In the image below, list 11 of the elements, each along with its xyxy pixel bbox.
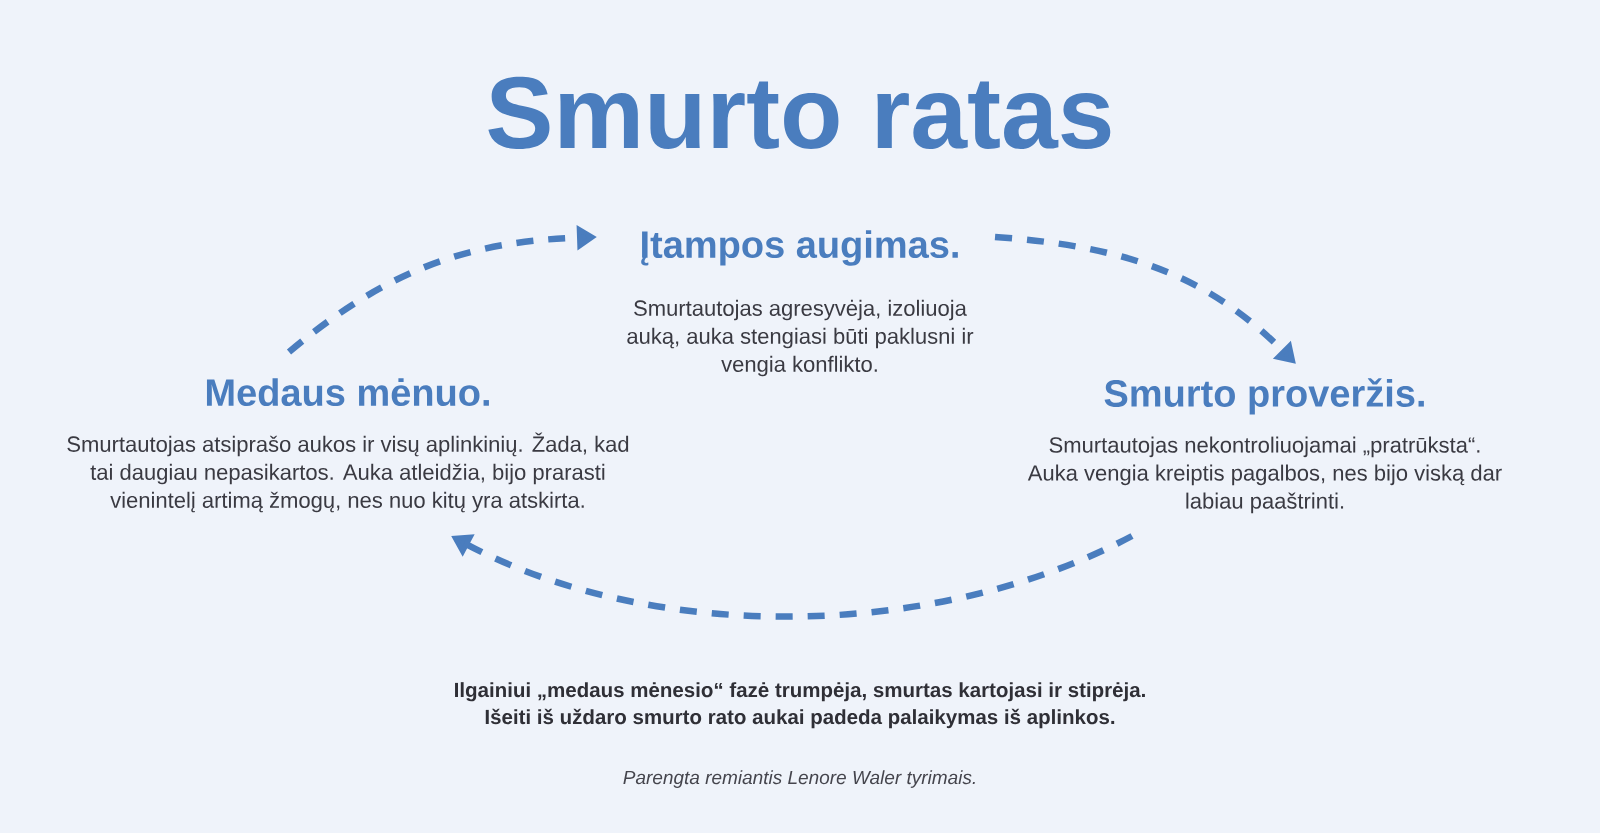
stage-description: Smurtautojas nekontroliuojamai „pratrūksta“. Auka vengia kreiptis pagalbos, nes bijo viską dar labiau paaštrinti. <box>1027 436 1502 514</box>
curved-arrow <box>994 233 1296 364</box>
stage-heading: Smurto proveržis. <box>1104 378 1424 415</box>
stage-description: Smurtautojas agresyvėja, izoliuoja auką, auka stengiasi būti paklusni ir vengia konflikto. <box>627 299 974 377</box>
stage-heading: Medaus mėnuo. <box>206 378 489 407</box>
title: Smurto ratas <box>488 76 1111 149</box>
summary-text: Ilgainiui „medaus mėnesio“ fazė trumpėja, smurtas kartojasi ir stiprėja. <box>455 682 1145 702</box>
stage-description: Smurtautojas atsiprašo aukos ir visų aplinkinių. Žada, kad tai daugiau nepasikartos. Auka atleidžia, bijo prarasti vienintelį artimą žmogų, nes nuo kitų yra atskirta. <box>67 432 629 513</box>
summary-text: Išeiti iš uždaro smurto rato aukai padeda palaikymas iš aplinkos. <box>485 708 1115 729</box>
stage-heading: Įtampos augimas. <box>641 230 958 266</box>
source-note: Parengta remiantis Lenore Waler tyrimais. <box>623 770 975 788</box>
